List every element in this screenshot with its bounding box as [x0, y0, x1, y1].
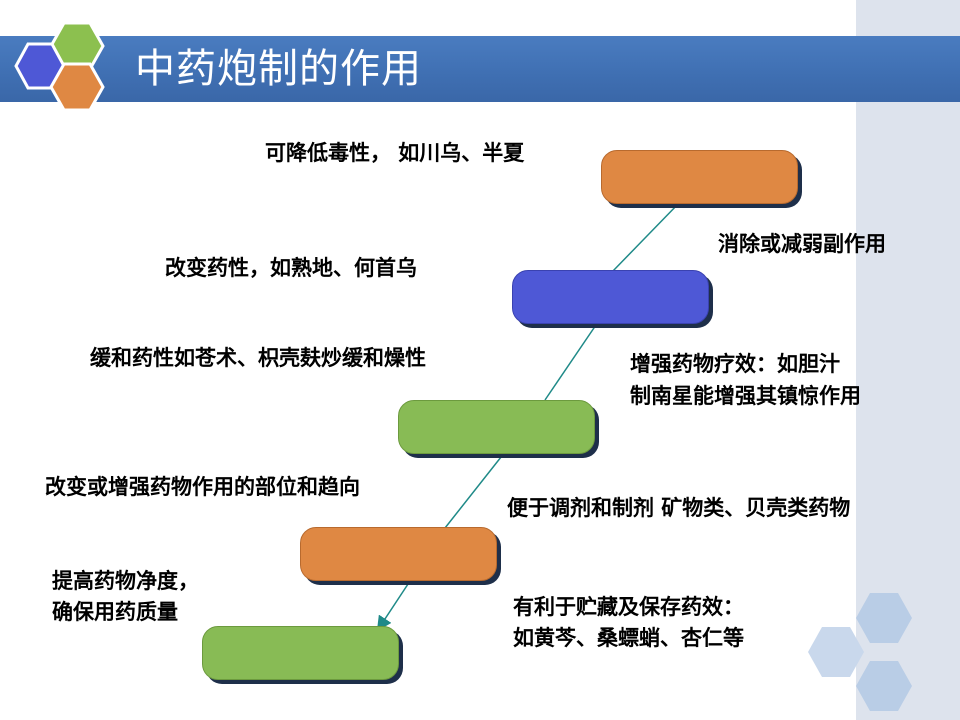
title-bar — [0, 36, 960, 102]
right-label-storage-line1: 有利于贮藏及保存药效： — [513, 595, 744, 619]
step-pill-2 — [512, 270, 709, 324]
right-label-preparation: 便于调剂和制剂 矿物类、贝壳类药物 — [507, 496, 851, 520]
right-label-efficacy-line1: 增强药物疗效：如胆汁 — [630, 352, 840, 376]
connector-1 — [611, 201, 681, 273]
left-label-purity-line1: 提高药物净度， — [52, 569, 199, 593]
connector-4 — [376, 577, 413, 632]
logo-hexagon-orange — [49, 62, 105, 112]
step-pill-5 — [202, 626, 399, 680]
slide-title: 中药炮制的作用 — [135, 46, 422, 92]
left-label-reduce-toxicity: 可降低毒性， 如川乌、半夏 — [265, 141, 525, 165]
hexagon-logo — [14, 21, 105, 112]
deco-hexagon-3 — [856, 661, 912, 711]
right-label-efficacy-line2: 制南星能增强其镇惊作用 — [630, 384, 861, 408]
step-pill-4 — [300, 527, 497, 581]
right-label-storage-line2: 如黄芩、桑螵蛸、杏仁等 — [513, 626, 744, 650]
connector-2 — [544, 321, 599, 401]
right-label-side-effects: 消除或减弱副作用 — [718, 232, 886, 256]
step-pill-3 — [398, 400, 595, 454]
hexagon-decoration — [808, 593, 912, 711]
left-label-purity-line2: 确保用药质量 — [52, 600, 178, 624]
step-pill-1 — [601, 150, 798, 204]
left-label-change-site: 改变或增强药物作用的部位和趋向 — [45, 475, 360, 499]
deco-hexagon-2 — [808, 627, 864, 677]
left-label-change-property: 改变药性，如熟地、何首乌 — [165, 256, 417, 280]
left-label-moderate-property: 缓和药性如苍术、枳壳麸炒缓和燥性 — [90, 346, 426, 370]
connector-3 — [444, 451, 506, 529]
deco-hexagon-1 — [856, 593, 912, 643]
